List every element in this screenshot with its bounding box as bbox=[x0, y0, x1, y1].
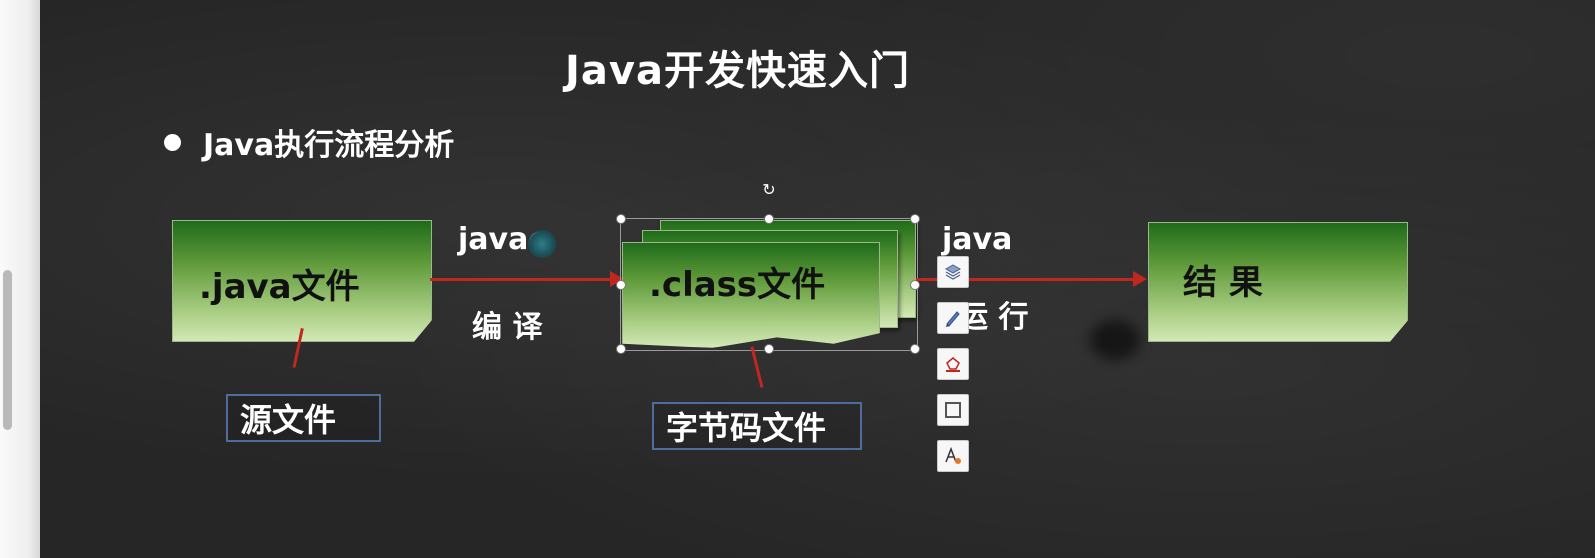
text-effect-icon[interactable] bbox=[937, 440, 969, 472]
outline-square-icon[interactable] bbox=[937, 394, 969, 426]
result-note-text: 结 果 bbox=[1183, 263, 1263, 303]
rotate-handle-icon[interactable]: ↻ bbox=[762, 179, 776, 199]
compile-arrow[interactable] bbox=[430, 278, 612, 281]
class-file-note-text: .class文件 bbox=[649, 265, 826, 305]
resize-handle-bottom[interactable] bbox=[764, 344, 774, 354]
selection-frame bbox=[620, 218, 918, 351]
source-file-caption[interactable]: 源文件 bbox=[226, 394, 381, 442]
class-file-note[interactable]: .class文件 bbox=[622, 242, 880, 348]
compile-label[interactable]: 编 译 bbox=[472, 310, 543, 345]
mouse-cursor-icon bbox=[528, 230, 556, 258]
chalkboard-smudge bbox=[1090, 320, 1140, 360]
result-note[interactable]: 结 果 bbox=[1148, 222, 1408, 342]
vertical-scrollbar-thumb[interactable] bbox=[3, 270, 12, 430]
run-arrow[interactable] bbox=[916, 278, 1134, 281]
bullet-item[interactable]: Java执行流程分析 bbox=[164, 120, 454, 164]
source-file-note[interactable]: .java文件 bbox=[172, 220, 432, 342]
bullet-icon bbox=[164, 133, 181, 151]
slide-canvas[interactable]: Java开发快速入门 Java执行流程分析 .java文件 javac 编 译 … bbox=[40, 0, 1595, 558]
run-command-label[interactable]: java bbox=[942, 222, 1013, 257]
shape-fill-icon[interactable] bbox=[937, 348, 969, 380]
source-file-note-text: .java文件 bbox=[199, 267, 360, 307]
resize-handle-top-right[interactable] bbox=[910, 214, 920, 224]
resize-handle-top-left[interactable] bbox=[616, 214, 626, 224]
run-label[interactable]: 运 行 bbox=[958, 300, 1029, 335]
slide-title[interactable]: Java开发快速入门 bbox=[565, 48, 910, 94]
resize-handle-right[interactable] bbox=[910, 280, 920, 290]
resize-handle-bottom-right[interactable] bbox=[910, 344, 920, 354]
bytecode-file-caption[interactable]: 字节码文件 bbox=[652, 402, 862, 450]
left-gutter bbox=[0, 0, 40, 558]
bytecode-file-caption-text: 字节码文件 bbox=[666, 409, 827, 447]
pen-icon[interactable] bbox=[937, 302, 969, 334]
resize-handle-bottom-left[interactable] bbox=[616, 344, 626, 354]
resize-handle-top[interactable] bbox=[764, 214, 774, 224]
bytecode-caption-arrow bbox=[750, 346, 764, 388]
bullet-text: Java执行流程分析 bbox=[203, 128, 455, 163]
layers-icon[interactable] bbox=[937, 256, 969, 288]
resize-handle-left[interactable] bbox=[616, 280, 626, 290]
run-arrowhead bbox=[1133, 271, 1147, 287]
source-file-caption-text: 源文件 bbox=[240, 401, 337, 439]
